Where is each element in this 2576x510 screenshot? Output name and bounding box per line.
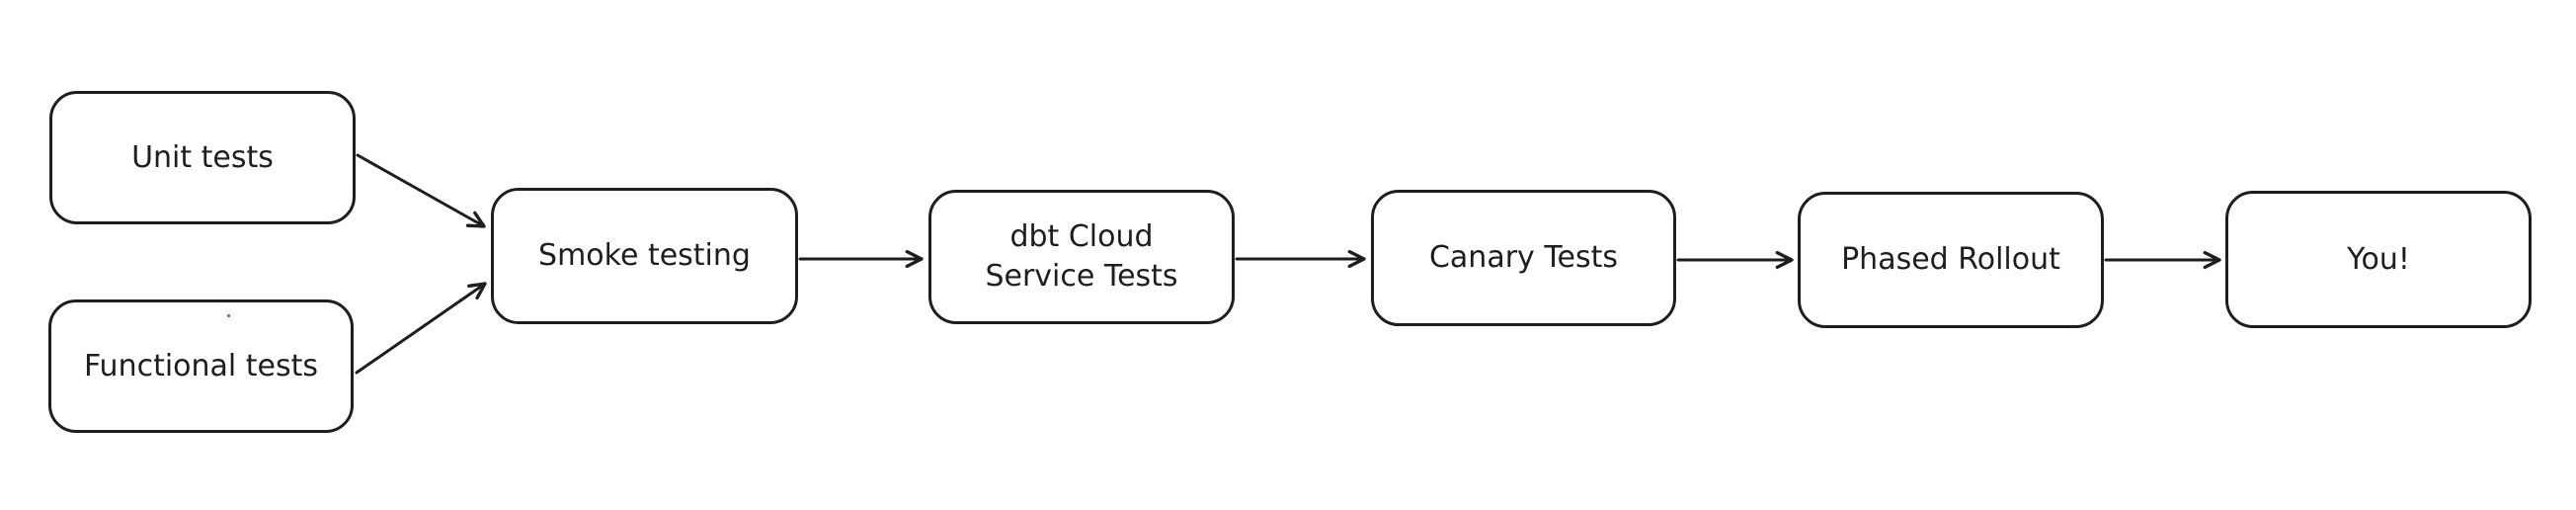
node-functional-tests: Functional tests	[48, 299, 354, 433]
node-canary-tests-label: Canary Tests	[1428, 240, 1619, 276]
node-smoke-testing: Smoke testing	[491, 188, 798, 324]
node-smoke-testing-label: Smoke testing	[538, 238, 751, 274]
node-phased-rollout: Phased Rollout	[1798, 192, 2104, 328]
node-dbt-cloud-service-tests: dbt Cloud Service Tests	[928, 190, 1235, 324]
stray-red-dot-artifact	[227, 314, 230, 317]
arrow-functional-to-smoke	[355, 282, 487, 375]
node-dbt-label-line1: dbt Cloud	[1009, 219, 1154, 255]
arrow-unit-to-smoke	[356, 153, 486, 228]
node-dbt-label-line2: Service Tests	[985, 259, 1178, 294]
node-unit-tests: Unit tests	[49, 91, 356, 224]
node-you: You!	[2225, 191, 2532, 328]
node-you-label: You!	[2347, 241, 2410, 277]
node-dbt-cloud-service-tests-label: dbt Cloud Service Tests	[985, 217, 1177, 297]
node-canary-tests: Canary Tests	[1371, 190, 1676, 326]
node-phased-rollout-label: Phased Rollout	[1841, 242, 2060, 278]
node-functional-tests-label: Functional tests	[83, 348, 319, 383]
node-unit-tests-label: Unit tests	[131, 139, 274, 175]
